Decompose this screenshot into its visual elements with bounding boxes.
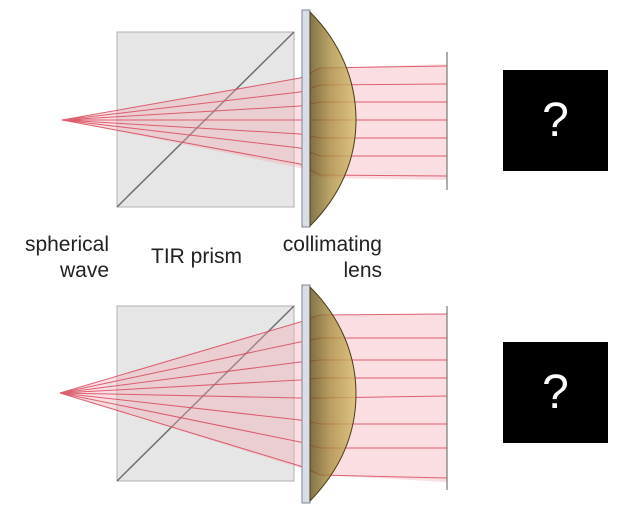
bottom-setup (59, 284, 448, 504)
collimating-lens-top (309, 10, 357, 228)
top-setup (61, 9, 448, 228)
prism-diagonal-bottom (116, 305, 295, 482)
window-plate-top (301, 9, 311, 228)
collimating-lens-bottom (309, 285, 357, 503)
collimating-lens-label: collimating lens (268, 232, 382, 284)
unknown-output-top: ? (503, 70, 608, 171)
spherical-wave-label: spherical wave (12, 232, 109, 284)
tir-prism-label: TIR prism (151, 245, 242, 268)
collimating-lens-label-line2: lens (343, 259, 382, 282)
spherical-wave-label-line1: spherical (24, 233, 109, 256)
spherical-wave-label-line2: wave (59, 259, 109, 282)
window-plate-bottom (301, 284, 311, 504)
unknown-output-bottom: ? (503, 342, 608, 443)
collimating-lens-label-line1: collimating (282, 233, 382, 256)
